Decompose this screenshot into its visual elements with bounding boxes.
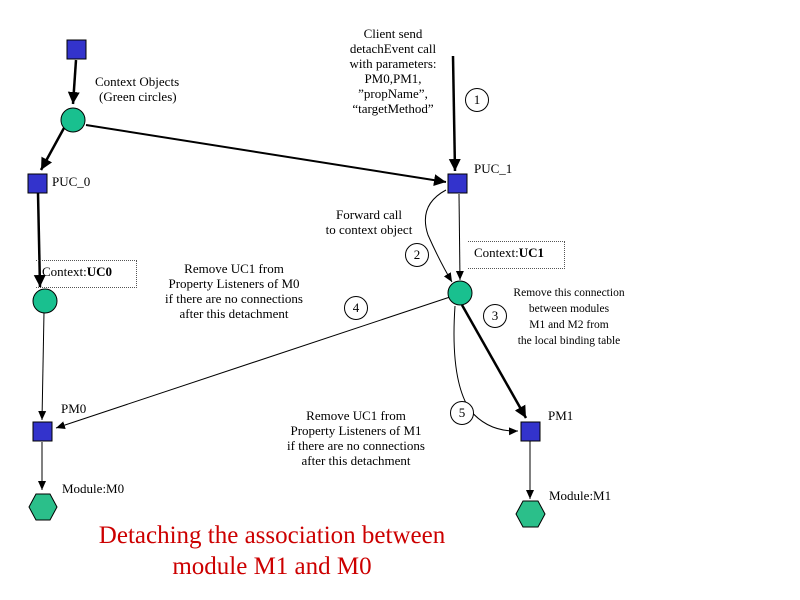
context-circle-node — [60, 107, 86, 133]
puc0-label: PUC_0 — [52, 174, 91, 189]
edge-puc1-to-uc1 — [455, 193, 464, 281]
puc1-square-node — [447, 173, 468, 194]
pm1-square-node — [520, 421, 541, 442]
context-uc1-prefix: Context: — [474, 245, 519, 260]
title-line-1: Detaching the association between — [98, 522, 446, 549]
module-m1-label: Module:M1 — [549, 488, 612, 503]
edge-context-to-puc1 — [85, 124, 447, 187]
module-m0-hexagon — [28, 493, 58, 521]
context-uc0-prefix: Context: — [42, 264, 87, 279]
pm0-square-node — [32, 421, 53, 442]
remove-uc1-m1-label: Remove UC1 from Property Listeners of M1… — [287, 408, 425, 468]
uc1-circle-node — [447, 280, 473, 306]
module-m1-hexagon — [515, 500, 546, 528]
uc0-circle-node — [32, 288, 58, 314]
pm1-label: PM1 — [548, 408, 574, 423]
edge-client-to-puc1 — [448, 55, 461, 172]
diagram-title: Detaching the association between module… — [72, 520, 472, 582]
edge-uc1-to-pm1 — [460, 304, 528, 419]
top-square-node — [66, 39, 87, 60]
module-m0-label: Module:M0 — [62, 481, 125, 496]
context-uc0-name: UC0 — [86, 264, 113, 279]
puc0-square-node — [27, 173, 48, 194]
forward-call-label: Forward call to context object — [325, 207, 413, 237]
context-uc0-box: Context:UC0 — [36, 260, 137, 288]
edge-forward-call — [424, 189, 453, 283]
context-objects-label: Context Objects (Green circles) — [95, 74, 180, 104]
edge-puc0-to-uc0 — [33, 192, 46, 288]
step-number-3: 3 — [483, 304, 507, 328]
client-send-label: Client send detachEvent call with parame… — [349, 26, 437, 116]
step-number-5: 5 — [450, 401, 474, 425]
remove-connection-label: Remove this connection between modules M… — [513, 287, 625, 347]
context-uc1-name: UC1 — [518, 245, 545, 260]
puc1-label: PUC_1 — [474, 161, 513, 176]
context-uc1-box: Context:UC1 — [468, 241, 565, 269]
title-line-2: module M1 and M0 — [172, 553, 372, 580]
step-number-1: 1 — [465, 88, 489, 112]
edge-uc1-to-pm0 — [55, 296, 451, 429]
edge-uc0-to-pm0 — [38, 311, 47, 421]
edge-context-to-puc0 — [39, 127, 66, 171]
remove-uc1-m0-label: Remove UC1 from Property Listeners of M0… — [165, 261, 303, 321]
pm0-label: PM0 — [61, 401, 87, 416]
step-number-4: 4 — [344, 296, 368, 320]
step-number-2: 2 — [405, 243, 429, 267]
edge-top-square-to-context — [67, 59, 80, 105]
